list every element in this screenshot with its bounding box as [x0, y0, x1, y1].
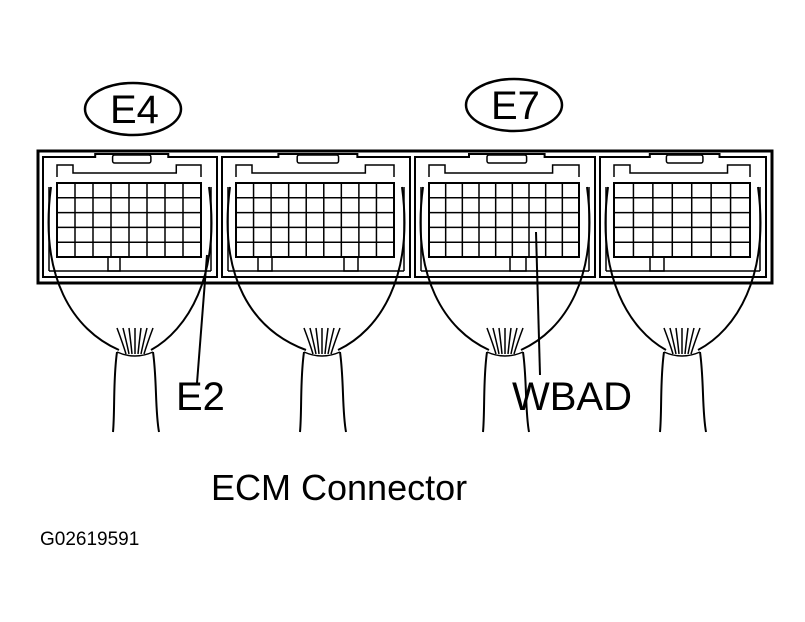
block-2-keyway — [235, 164, 395, 177]
block-4-cable-collar — [663, 351, 701, 357]
block-2-wire-strand — [330, 327, 341, 355]
block-2-harness-left — [226, 186, 307, 351]
block-4-keyway — [613, 164, 751, 177]
e4-connector-label: E4 — [110, 88, 159, 132]
block-3-latch-tab — [486, 154, 528, 164]
wbad-callout-label: WBAD — [512, 375, 632, 419]
block-1-cable-left — [112, 351, 118, 433]
block-2-wire-strand — [315, 327, 320, 355]
block-3-wire-strand — [492, 327, 500, 355]
block-3-harness-right — [520, 186, 591, 351]
block-1-outline — [42, 153, 218, 278]
block-2-pin-grid — [235, 182, 395, 258]
block-3-outline — [414, 153, 596, 278]
block-4-wire-strand — [663, 327, 674, 355]
block-4-wire-strand — [675, 327, 680, 355]
block-3-cable-right — [522, 351, 530, 433]
block-4-harness-left — [604, 186, 667, 351]
block-1-cable-collar — [116, 351, 154, 357]
block-1-wire-strand — [143, 327, 154, 355]
block-4-wire-strand — [684, 327, 689, 355]
block-1-latch-tab — [111, 154, 152, 164]
block-3-wire-strand — [507, 327, 512, 355]
block-3-wire-strand — [486, 327, 497, 355]
e7-connector-label: E7 — [491, 84, 540, 128]
block-4-wire-strand — [669, 327, 677, 355]
block-3-cable-left — [482, 351, 488, 433]
e7-oval — [464, 77, 564, 133]
connector-housing — [36, 149, 774, 285]
block-2-wire-strand — [303, 327, 314, 355]
block-1-harness-right — [150, 186, 213, 351]
block-2-wire-strand — [327, 327, 335, 355]
block-2-outline — [221, 153, 411, 278]
block-3-keyway — [428, 164, 580, 177]
block-2-wire-strand — [309, 327, 317, 355]
block-1-wire-strand — [128, 327, 133, 355]
block-3-wire-strand — [510, 327, 518, 355]
block-2-harness-right — [337, 186, 406, 351]
block-3-bottom-notch-1 — [509, 257, 527, 272]
block-2-bottom-notch-1 — [257, 257, 273, 272]
block-1-wire-strand — [122, 327, 130, 355]
block-4-latch-tab — [665, 154, 704, 164]
figure-code: G02619591 — [40, 529, 140, 550]
block-3-wire-strand — [498, 327, 503, 355]
block-2-bottom-notch-2 — [343, 257, 359, 272]
block-3-wire-strand — [513, 327, 524, 355]
block-4-bottom-notch-1 — [649, 257, 665, 272]
block-4-pin-grid — [613, 182, 751, 258]
wbad-leader — [535, 231, 541, 376]
block-1-wire-strand — [137, 327, 142, 355]
connector-blocks — [42, 153, 767, 433]
block-4-outline — [599, 153, 767, 278]
e4-oval — [83, 81, 183, 137]
block-2-wire-strand — [324, 327, 329, 355]
block-4-wire-strand — [687, 327, 695, 355]
block-1-keyway — [56, 164, 202, 177]
block-2-cable-right — [339, 351, 347, 433]
block-1-cable-right — [152, 351, 160, 433]
block-4-wire-strand — [690, 327, 701, 355]
block-3-pin-grid — [428, 182, 580, 258]
block-1-wire-strand — [116, 327, 127, 355]
block-2-cable-collar — [303, 351, 341, 357]
block-3-cable-collar — [486, 351, 524, 357]
block-1-bottom-notch-1 — [107, 257, 121, 272]
e2-leader — [196, 254, 208, 384]
block-1-wire-strand — [140, 327, 148, 355]
block-2-cable-left — [299, 351, 305, 433]
block-1-harness-left — [47, 186, 120, 351]
block-4-cable-right — [699, 351, 707, 433]
block-4-harness-right — [697, 186, 762, 351]
diagram-caption: ECM Connector — [211, 467, 468, 508]
e2-callout-label: E2 — [176, 375, 225, 419]
block-3-harness-left — [419, 186, 490, 351]
block-2-latch-tab — [296, 154, 340, 164]
block-4-cable-left — [659, 351, 665, 433]
